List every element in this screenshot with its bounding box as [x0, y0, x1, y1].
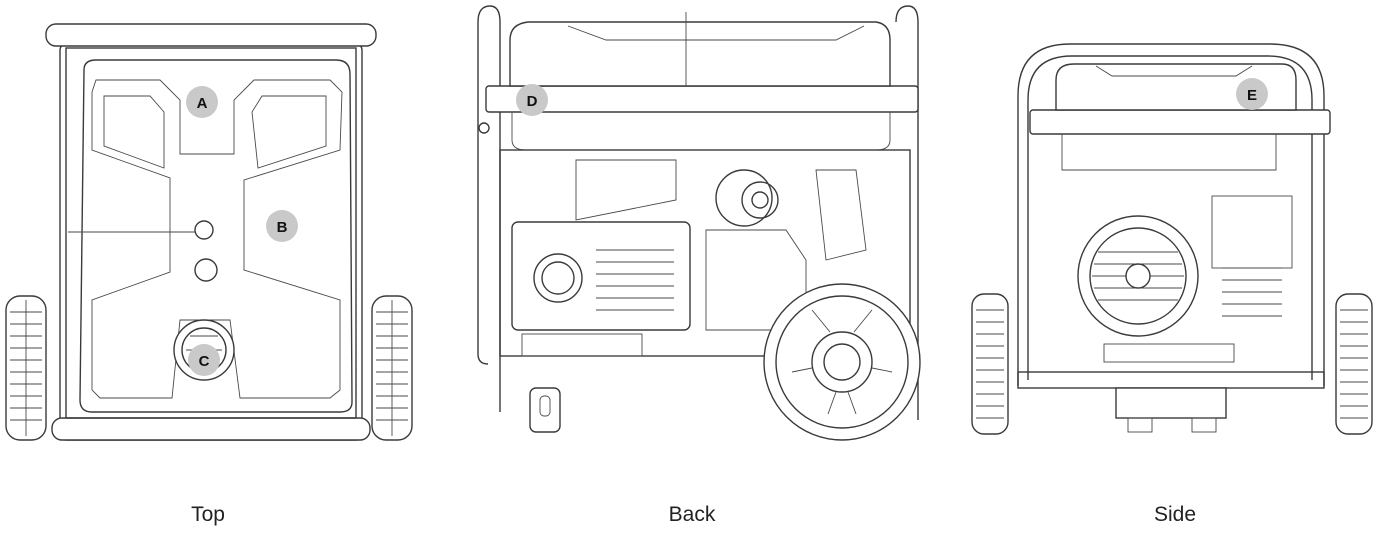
callout-b-label: B [277, 219, 288, 236]
side-frame [1017, 43, 1331, 389]
callout-a: A [186, 86, 218, 118]
top-frame [45, 23, 377, 441]
back-view-drawing: D [477, 5, 921, 441]
callout-c-label: C [199, 353, 210, 370]
side-left-wheel [971, 293, 1009, 435]
callout-d: D [516, 84, 548, 116]
back-feet [529, 387, 561, 433]
back-frame [477, 5, 919, 420]
top-view-drawing: A B C [5, 23, 413, 441]
side-view: E [966, 0, 1382, 460]
fuel-tank [68, 59, 353, 413]
back-view: D [456, 0, 936, 460]
callout-e: E [1236, 78, 1268, 110]
callout-b: B [266, 210, 298, 242]
callout-a-label: A [197, 95, 208, 112]
side-engine [1061, 134, 1293, 433]
back-fuel-tank [509, 12, 891, 151]
top-view-caption: Top [191, 503, 225, 526]
left-wheel [5, 295, 47, 441]
back-wheel [763, 283, 921, 441]
callout-d-label: D [527, 93, 538, 110]
callout-c: C [188, 344, 220, 376]
back-engine [499, 149, 911, 357]
back-view-caption: Back [668, 503, 716, 526]
callout-e-label: E [1247, 87, 1257, 104]
side-right-wheel [1335, 293, 1373, 435]
side-view-caption: Side [1153, 503, 1197, 526]
side-view-drawing: E [971, 43, 1373, 435]
side-fuel-tank [1055, 63, 1297, 111]
top-view: A B C [0, 0, 420, 460]
right-wheel [371, 295, 413, 441]
